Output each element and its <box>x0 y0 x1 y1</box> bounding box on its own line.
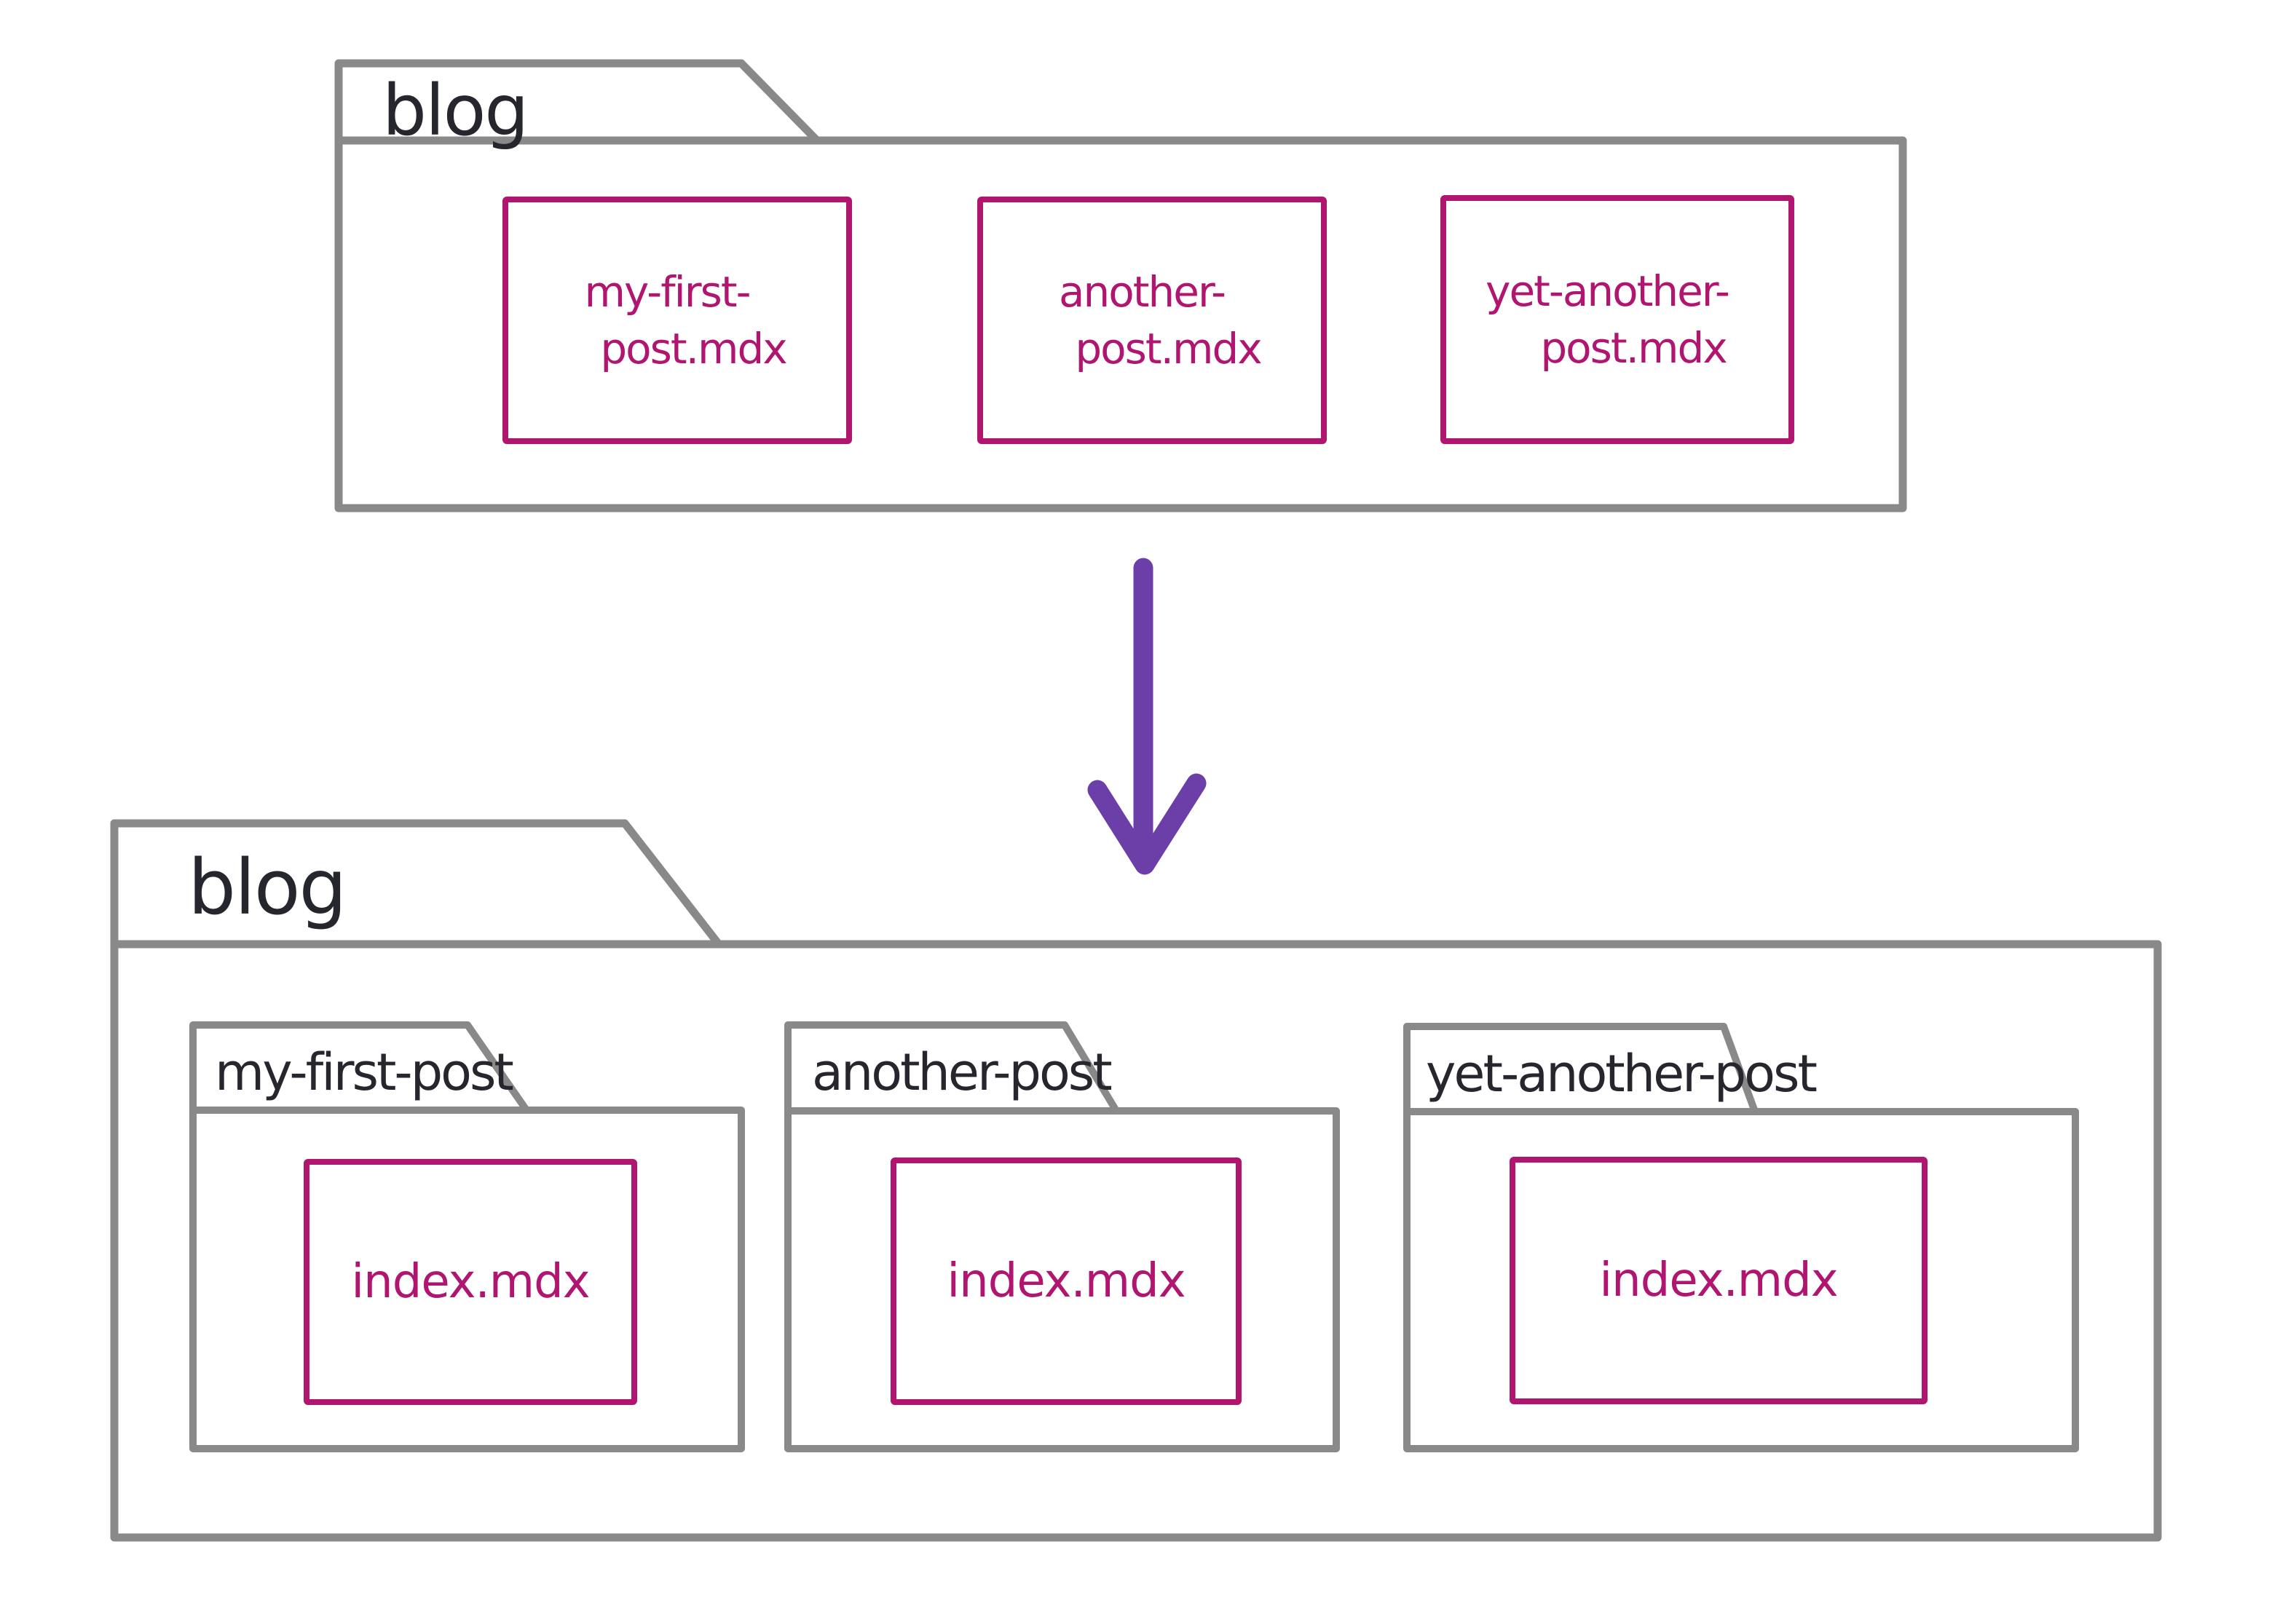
file-label-line: post.mdx <box>1075 324 1262 373</box>
file-box-yet-another-post-mdx: yet-another- post.mdx <box>1440 195 1794 444</box>
file-label-line: my-first- <box>584 266 751 317</box>
subfolder-outline-my-first-post <box>189 1021 745 1452</box>
subfolder-label-yet-another-post: yet-another-post <box>1426 1044 1818 1104</box>
index-file-label: index.mdx <box>1599 1254 1838 1307</box>
folder-outline-before <box>334 59 1907 512</box>
down-arrow-icon <box>1087 558 1207 875</box>
subfolder-label-my-first-post: my-first-post <box>215 1042 514 1102</box>
index-file-box: index.mdx <box>304 1159 637 1405</box>
index-file-box: index.mdx <box>891 1157 1242 1405</box>
after-folder-label: blog <box>188 843 347 932</box>
index-file-label: index.mdx <box>947 1254 1186 1308</box>
file-box-another-post-mdx: another- post.mdx <box>977 197 1327 444</box>
before-folder-label: blog <box>382 70 529 151</box>
file-label-line: post.mdx <box>600 324 787 373</box>
index-file-box: index.mdx <box>1510 1157 1928 1404</box>
subfolder-label-another-post: another-post <box>812 1042 1113 1102</box>
subfolder-outline-another-post <box>784 1021 1340 1452</box>
index-file-label: index.mdx <box>351 1255 590 1309</box>
file-box-my-first-post-mdx: my-first- post.mdx <box>502 197 852 444</box>
file-label-line: another- <box>1058 266 1226 317</box>
folder-outline-after <box>110 819 2162 1542</box>
file-label-line: yet-another- <box>1486 266 1730 316</box>
subfolder-outline-yet-another-post <box>1403 1023 2079 1452</box>
file-label-line: post.mdx <box>1540 323 1727 373</box>
